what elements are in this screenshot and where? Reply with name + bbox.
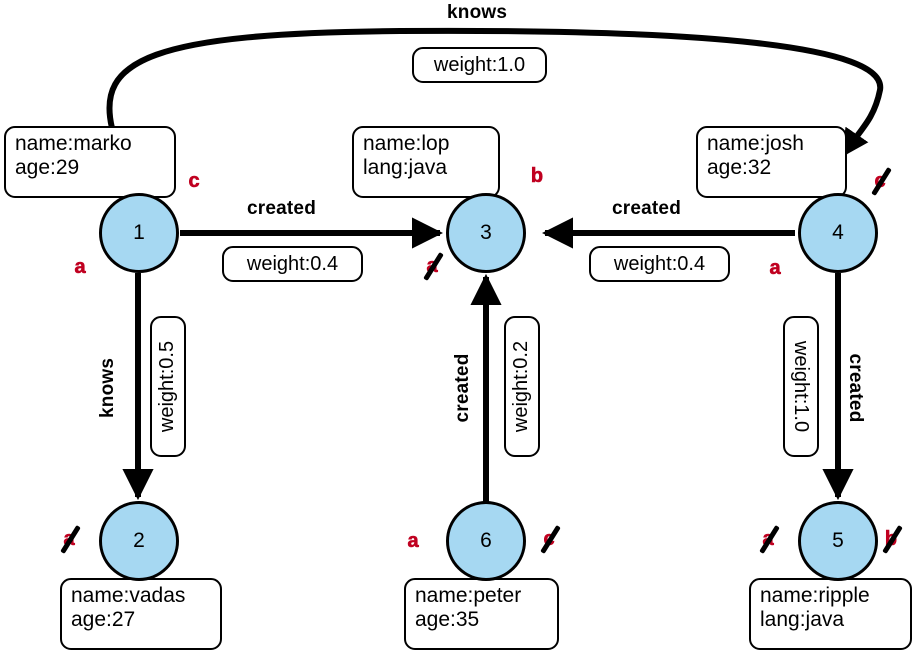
node-1[interactable]: 1 xyxy=(99,193,179,273)
weight-4-created-5: weight:1.0 xyxy=(783,316,819,457)
marker-label: c xyxy=(188,170,200,193)
node-5-properties: name:ripple lang:java xyxy=(749,578,912,650)
node-4-prop-age: age:32 xyxy=(707,156,772,180)
weight-4-created-3-text: weight:0.4 xyxy=(613,252,706,275)
marker-node-1-a: a xyxy=(69,255,91,279)
node-4[interactable]: 4 xyxy=(798,193,878,273)
node-3-prop-name: name:lop xyxy=(363,132,450,155)
marker-node-6-c: c xyxy=(538,525,561,554)
marker-node-2-a: a xyxy=(58,525,81,554)
edge-label-1-knows-2: knows xyxy=(97,357,118,418)
marker-node-3-b: b xyxy=(526,164,548,188)
marker-label: b xyxy=(530,165,544,188)
weight-1-knows-2: weight:0.5 xyxy=(150,316,186,457)
edge-label-4-created-3: created xyxy=(612,198,681,219)
marker-node-3-a: a xyxy=(421,252,444,281)
weight-1-knows-2-text: weight:0.5 xyxy=(156,340,179,433)
edge-label-1-created-3: created xyxy=(247,198,316,219)
node-2-label: 2 xyxy=(133,529,145,552)
node-2-prop-age: age:27 xyxy=(71,608,136,632)
node-4-prop-name: name:josh xyxy=(707,132,804,155)
node-6-label: 6 xyxy=(480,529,492,552)
node-3-label: 3 xyxy=(480,221,492,244)
node-5-label: 5 xyxy=(832,529,844,552)
weight-1-knows-4: weight:1.0 xyxy=(412,47,547,83)
node-3-properties: name:lop lang:java xyxy=(352,126,500,198)
weight-1-knows-4-text: weight:1.0 xyxy=(433,53,526,76)
marker-label: a xyxy=(769,257,781,280)
weight-4-created-5-text: weight:1.0 xyxy=(790,340,813,433)
node-2[interactable]: 2 xyxy=(99,501,179,581)
node-6-properties: name:peter age:35 xyxy=(404,578,559,650)
marker-node-4-c: c xyxy=(869,167,892,196)
weight-4-created-3: weight:0.4 xyxy=(589,246,730,282)
marker-node-5-a: a xyxy=(757,525,780,554)
node-1-properties: name:marko age:29 xyxy=(4,126,176,198)
node-3-prop-lang: lang:java xyxy=(363,156,448,180)
node-5[interactable]: 5 xyxy=(798,501,878,581)
node-4-properties: name:josh age:32 xyxy=(696,126,847,198)
weight-1-created-3: weight:0.4 xyxy=(222,246,363,282)
edge-label-4-created-5: created xyxy=(845,353,866,423)
marker-node-1-c: c xyxy=(183,169,205,193)
marker-label: a xyxy=(74,256,86,279)
node-1-prop-age: age:29 xyxy=(15,156,80,180)
marker-label: a xyxy=(407,530,419,553)
node-6[interactable]: 6 xyxy=(446,501,526,581)
node-1-label: 1 xyxy=(133,221,145,244)
weight-6-created-3: weight:0.2 xyxy=(504,316,540,457)
marker-node-5-b: b xyxy=(880,525,903,554)
weight-1-created-3-text: weight:0.4 xyxy=(246,252,339,275)
node-6-prop-name: name:peter xyxy=(415,584,522,607)
edge-label-6-created-3: created xyxy=(452,353,473,423)
marker-node-6-a: a xyxy=(402,529,424,553)
node-5-prop-lang: lang:java xyxy=(760,608,845,632)
node-4-label: 4 xyxy=(832,221,844,244)
marker-node-4-a: a xyxy=(764,256,786,280)
node-6-prop-age: age:35 xyxy=(415,608,480,632)
node-1-prop-name: name:marko xyxy=(15,132,132,155)
edge-1-knows-4 xyxy=(106,27,884,158)
node-2-prop-name: name:vadas xyxy=(71,584,186,607)
node-3[interactable]: 3 xyxy=(446,193,526,273)
node-5-prop-name: name:ripple xyxy=(760,584,870,607)
node-2-properties: name:vadas age:27 xyxy=(60,578,222,650)
edge-label-1-knows-4: knows xyxy=(447,2,508,23)
weight-6-created-3-text: weight:0.2 xyxy=(510,340,533,433)
